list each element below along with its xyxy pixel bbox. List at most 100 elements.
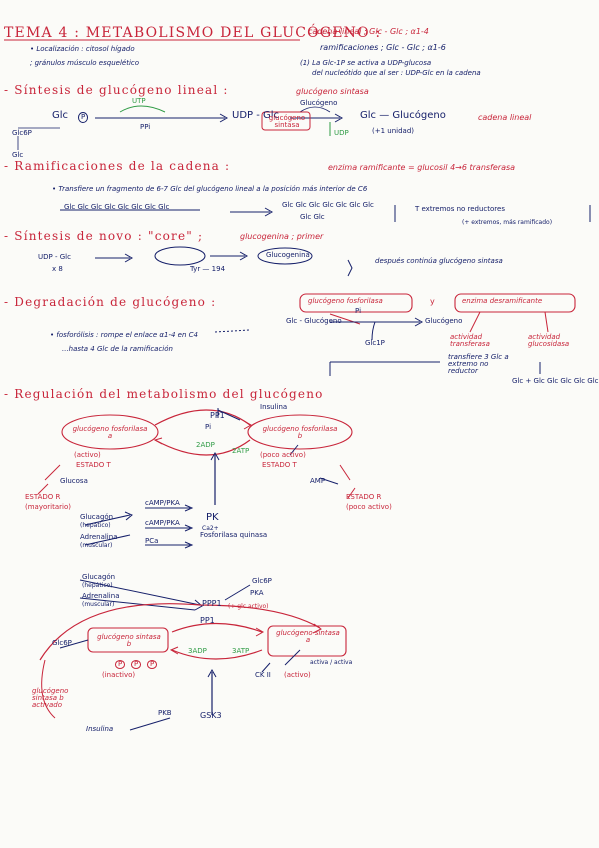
- phospho-1: P: [115, 660, 126, 669]
- header-localizacion: • Localización : citosol hígado: [30, 45, 135, 53]
- header-cadena-lineal: cadena lineal ; Glc - Glc ; α1-4: [308, 27, 429, 36]
- box-enzyme-label: glucógeno sintasa: [268, 114, 306, 129]
- novo-tyr: Tyr — 194: [190, 265, 226, 273]
- header-granulos: ; gránulos músculo esquelético: [30, 59, 140, 67]
- enzyme-label-ramificante: enzima ramificante = glucosil 4→6 transf…: [328, 163, 516, 172]
- phospho-3: P: [147, 660, 158, 669]
- ramif-result: T extremos no reductores: [415, 205, 505, 213]
- phosphate-circle: P: [78, 112, 89, 123]
- glc-glucogeno-label: Glc — Glucógeno: [360, 110, 446, 121]
- degr-transfiere: transfiere 3 Glc a extremo no reductor: [448, 353, 509, 375]
- cadena-lineal-label: cadena lineal: [478, 113, 532, 122]
- and-label: y: [430, 297, 435, 306]
- regul-pp1-top: PP1: [210, 411, 225, 420]
- section-title-sintesis-lineal: - Síntesis de glucógeno lineal :: [4, 83, 229, 97]
- fosforilasa-b-estado-t: ESTADO T: [262, 461, 297, 469]
- regul-muscular: (muscular): [80, 542, 113, 549]
- udp-label: UDP: [334, 129, 349, 137]
- degr-glc-glucogeno: Glc - Glucógeno: [286, 317, 342, 325]
- sint-otros: activa / activa: [310, 659, 353, 666]
- regul-pk: PK: [206, 512, 219, 523]
- actividad-glucosidasa: actividad glucosidasa: [528, 333, 570, 348]
- sint-g6p: Glc6P: [252, 577, 272, 585]
- regul-glucosa: Glucosa: [60, 477, 88, 485]
- enzyme-desramificante: enzima desramificante: [462, 297, 543, 305]
- regul-ca2: Ca2+: [202, 525, 219, 532]
- sint-glc6p-side: Glc6P: [52, 639, 72, 647]
- header-nota-dos: del nucleótido que al ser : UDP-Glc en l…: [312, 69, 481, 77]
- header-nota-uno: (1) La Glc-1P se activa a UDP-glucosa: [300, 59, 432, 67]
- regul-pi: Pi: [205, 423, 212, 431]
- section-title-regulacion: - Regulación del metabolismo del glucóge…: [4, 387, 324, 401]
- sintasa-b-state: (inactivo): [102, 671, 136, 679]
- ppi-label: PPi: [140, 123, 151, 131]
- fosforilasa-b-state: (poco activo): [260, 451, 306, 459]
- chain-left: Glc Glc Glc Glc Glc Glc Glc Glc: [64, 203, 170, 211]
- sintasa-a: glucógeno sintasa a: [276, 629, 340, 644]
- section-title-degradacion: - Degradación de glucógeno :: [4, 295, 217, 309]
- regul-hepatico: (hepático): [80, 522, 111, 529]
- ramif-description: • Transfiere un fragmento de 6-7 Glc del…: [52, 185, 368, 193]
- sintasa-b: glucógeno sintasa b: [97, 633, 161, 648]
- sint-hepatico: (hepático): [82, 582, 113, 589]
- regul-adrenalina: Adrenalina: [80, 533, 118, 541]
- phospho-2: P: [131, 660, 142, 669]
- sint-glucagon: Glucagón: [82, 573, 116, 581]
- ramif-result-note: (+ extremos, más ramificado): [462, 219, 553, 226]
- regul-pca: PCa: [145, 537, 159, 545]
- regul-estado-r2-note: (poco activo): [346, 503, 392, 511]
- sint-adrenalina: Adrenalina: [82, 592, 120, 600]
- regul-estado-r2: ESTADO R: [346, 493, 382, 501]
- chain-right-top: Glc Glc Glc Glc Glc Glc Glc: [282, 201, 374, 209]
- sint-3adp: 3ADP: [188, 647, 207, 655]
- sint-3atp: 3ATP: [232, 647, 250, 655]
- regul-camp-pka-2: cAMP/PKA: [145, 519, 180, 527]
- glc-label: Glc: [52, 110, 69, 121]
- degr-glc1p: Glc1P: [365, 339, 385, 347]
- sint-gsk3: GSK3: [200, 711, 222, 720]
- sint-muscular: (muscular): [82, 601, 115, 608]
- degr-pi: Pi: [355, 307, 362, 315]
- regul-estado-r-note: (mayoritario): [25, 503, 71, 511]
- fosforilasa-a-state: (activo): [74, 451, 101, 459]
- regul-glucagon: Glucagón: [80, 513, 114, 521]
- sint-pp1-mid: PP1: [200, 616, 215, 625]
- degr-libera: Glc + Glc Glc Glc Glc Glc: [512, 377, 599, 385]
- section-title-ramificaciones: - Ramificaciones de la cadena :: [4, 159, 231, 173]
- degr-fosforolisis: • fosforólisis : rompe el enlace α1-4 en…: [50, 331, 198, 339]
- chain-right-bottom: Glc Glc: [300, 213, 325, 221]
- udp-glc-label: UDP - Glc: [232, 110, 280, 121]
- sint-activa-note: glucógeno sintasa b activado: [32, 687, 69, 709]
- utp-label: UTP: [132, 97, 146, 105]
- regul-amp: AMP: [310, 477, 326, 485]
- novo-udp-glc: UDP - Glc: [38, 253, 71, 261]
- header-ramificaciones: ramificaciones ; Glc - Glc ; α1-6: [320, 43, 446, 52]
- enzyme-label-sintasa: glucógeno sintasa: [296, 87, 369, 96]
- novo-glucogenina: Glucogenina: [266, 251, 310, 259]
- sint-pka: PKA: [250, 589, 264, 597]
- enzyme-label-glucogenina: glucogenina ; primer: [240, 232, 324, 241]
- enzyme-fosforilasa: glucógeno fosforilasa: [308, 297, 383, 305]
- extension-label: (+1 unidad): [372, 127, 414, 135]
- page-title: TEMA 4 : METABOLISMO DEL GLUCÓGENO :: [4, 25, 382, 41]
- glc6p-label: Glc6P: [12, 129, 32, 137]
- section-title-novo: - Síntesis de novo : "core" ;: [4, 229, 204, 243]
- glucogeno-top-label: Glucógeno: [300, 99, 338, 107]
- sintasa-a-state: (activo): [284, 671, 311, 679]
- actividad-transferasa: actividad transferasa: [450, 333, 490, 348]
- sint-pp1-note: (+ glc activo): [228, 603, 269, 610]
- regul-2atp: 2ATP: [232, 447, 250, 455]
- fosforilasa-b: glucógeno fosforilasa b: [262, 425, 338, 440]
- sint-ck2: CK II: [255, 671, 271, 679]
- sint-insulina: Insulina: [86, 725, 114, 733]
- sint-pp1-top: PPP1: [202, 599, 222, 608]
- regul-estado-r: ESTADO R: [25, 493, 61, 501]
- regul-camp-pka-1: cAMP/PKA: [145, 499, 180, 507]
- degr-ramificacion-note: ...hasta 4 Glc de la ramificación: [62, 345, 173, 353]
- novo-x8: x 8: [52, 265, 63, 273]
- sint-pkb: PKB: [158, 709, 172, 717]
- regul-insulina-top: Insulina: [260, 403, 288, 411]
- fosforilasa-a-estado-t: ESTADO T: [76, 461, 111, 469]
